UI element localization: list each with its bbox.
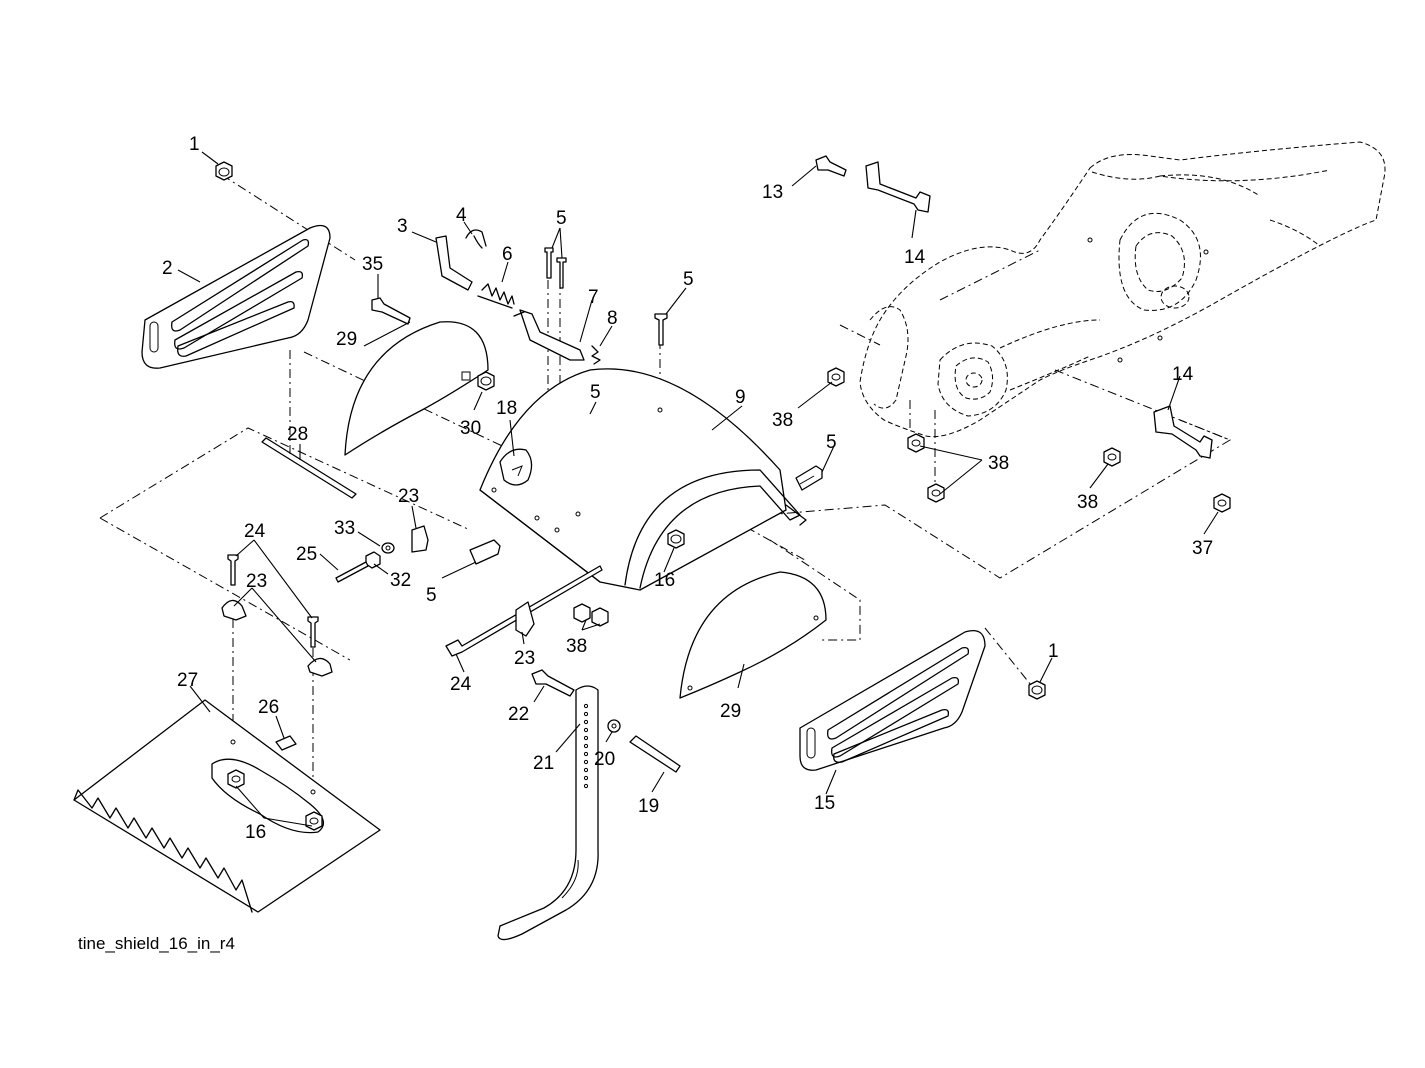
washer-33	[381, 542, 395, 554]
callout-8: 8	[607, 308, 618, 329]
callout-3: 3	[397, 216, 408, 237]
flange-nut-top-left	[215, 161, 233, 181]
callout-4: 4	[456, 205, 467, 226]
carriage-bolts-pair	[544, 247, 567, 289]
clamp-23-center	[515, 601, 535, 637]
callout-16-shield: 16	[654, 570, 675, 591]
callout-38-center: 38	[566, 636, 587, 657]
callout-30: 30	[460, 418, 481, 439]
spring	[477, 283, 515, 309]
label-26	[275, 735, 297, 751]
callout-5-top: 5	[556, 208, 567, 229]
bolt-22	[531, 669, 575, 697]
bolt-5-center	[469, 539, 501, 565]
callout-29-left: 29	[336, 329, 357, 350]
stake-holes	[583, 703, 589, 789]
callout-19: 19	[638, 796, 659, 817]
nut-37	[1213, 493, 1231, 513]
callout-5-right: 5	[683, 269, 694, 290]
callout-2: 2	[162, 258, 173, 279]
carriage-bolt-24-right	[307, 616, 319, 648]
drawing-id-caption: tine_shield_16_in_r4	[78, 934, 235, 953]
callout-16-plate: 16	[245, 822, 266, 843]
callout-26: 26	[258, 697, 279, 718]
callout-24-center: 24	[450, 674, 472, 695]
callout-37: 37	[1192, 538, 1213, 559]
right-tine-shield	[679, 571, 827, 699]
nut-16-plate-b	[305, 811, 323, 831]
nut-16-shield	[667, 529, 685, 549]
callout-13: 13	[762, 182, 783, 203]
callout-labels: 1 2 3 4 5 6 7 8 5 35 29 9 5 18 30 28 23 …	[162, 134, 1213, 843]
hair-pin-clip	[465, 229, 487, 249]
nut-38-lower-a	[907, 433, 925, 453]
callout-23-left: 23	[246, 571, 267, 592]
bracket-14-lower	[1153, 405, 1213, 459]
bolt-5-right-shield	[795, 465, 823, 491]
callout-27: 27	[177, 670, 198, 691]
nuts-38-center	[573, 603, 609, 627]
nut-38-left	[827, 367, 845, 387]
drag-plate	[73, 699, 381, 913]
callout-1-top: 1	[189, 134, 200, 155]
latch-bracket	[513, 309, 585, 361]
callout-14-upper: 14	[904, 247, 926, 268]
bracket-14-upper	[865, 161, 931, 213]
callout-23-center: 23	[514, 648, 535, 669]
callout-9: 9	[735, 387, 746, 408]
callout-21: 21	[533, 753, 554, 774]
callout-7: 7	[588, 287, 599, 308]
shoulder-bolt-35	[371, 297, 411, 325]
carriage-bolt-24-left	[227, 554, 239, 586]
small-spring	[591, 345, 601, 365]
rod	[435, 235, 473, 291]
callout-38-lower: 38	[988, 453, 1009, 474]
pin-19	[629, 735, 681, 773]
callout-20: 20	[594, 749, 615, 770]
callout-6: 6	[502, 244, 513, 265]
callout-32: 32	[390, 570, 411, 591]
depth-stake-21	[497, 685, 599, 941]
nut-30	[477, 371, 495, 391]
leader-lines	[177, 151, 1219, 827]
flange-nut-bottom-right	[1028, 680, 1046, 700]
left-tine-shield	[344, 321, 489, 456]
rod-28	[261, 437, 357, 499]
pin-25	[335, 561, 369, 583]
carriage-bolt-5-right	[654, 313, 668, 346]
clamp-23-right	[307, 657, 333, 677]
nut-16-plate-a	[227, 769, 245, 789]
callout-18: 18	[496, 398, 517, 419]
callout-35: 35	[362, 254, 383, 275]
callout-5-shield: 5	[826, 432, 837, 453]
callout-25: 25	[296, 544, 317, 565]
callout-38-right: 38	[1077, 492, 1098, 513]
transmission-housing	[859, 141, 1386, 438]
nut-38-right	[1103, 447, 1121, 467]
callout-28: 28	[287, 424, 308, 445]
callout-22: 22	[508, 704, 529, 725]
left-side-plate	[141, 224, 331, 369]
callout-14-lower: 14	[1172, 364, 1194, 385]
callout-15: 15	[814, 793, 835, 814]
main-tine-shield	[479, 368, 807, 591]
clamp-23-left	[221, 599, 247, 621]
right-side-plate	[799, 629, 986, 771]
callout-29-right: 29	[720, 701, 741, 722]
callout-33: 33	[334, 518, 355, 539]
callout-38-left: 38	[772, 410, 793, 431]
callout-24-left: 24	[244, 521, 266, 542]
nut-38-lower-b	[927, 483, 945, 503]
bolt-13	[815, 155, 847, 177]
washer-20	[607, 719, 621, 733]
callout-23-upper: 23	[398, 486, 419, 507]
callout-1-bottom: 1	[1048, 641, 1059, 662]
clamp-23-upper	[411, 525, 429, 553]
callout-5-center: 5	[426, 585, 437, 606]
callout-5-mid: 5	[590, 382, 601, 403]
